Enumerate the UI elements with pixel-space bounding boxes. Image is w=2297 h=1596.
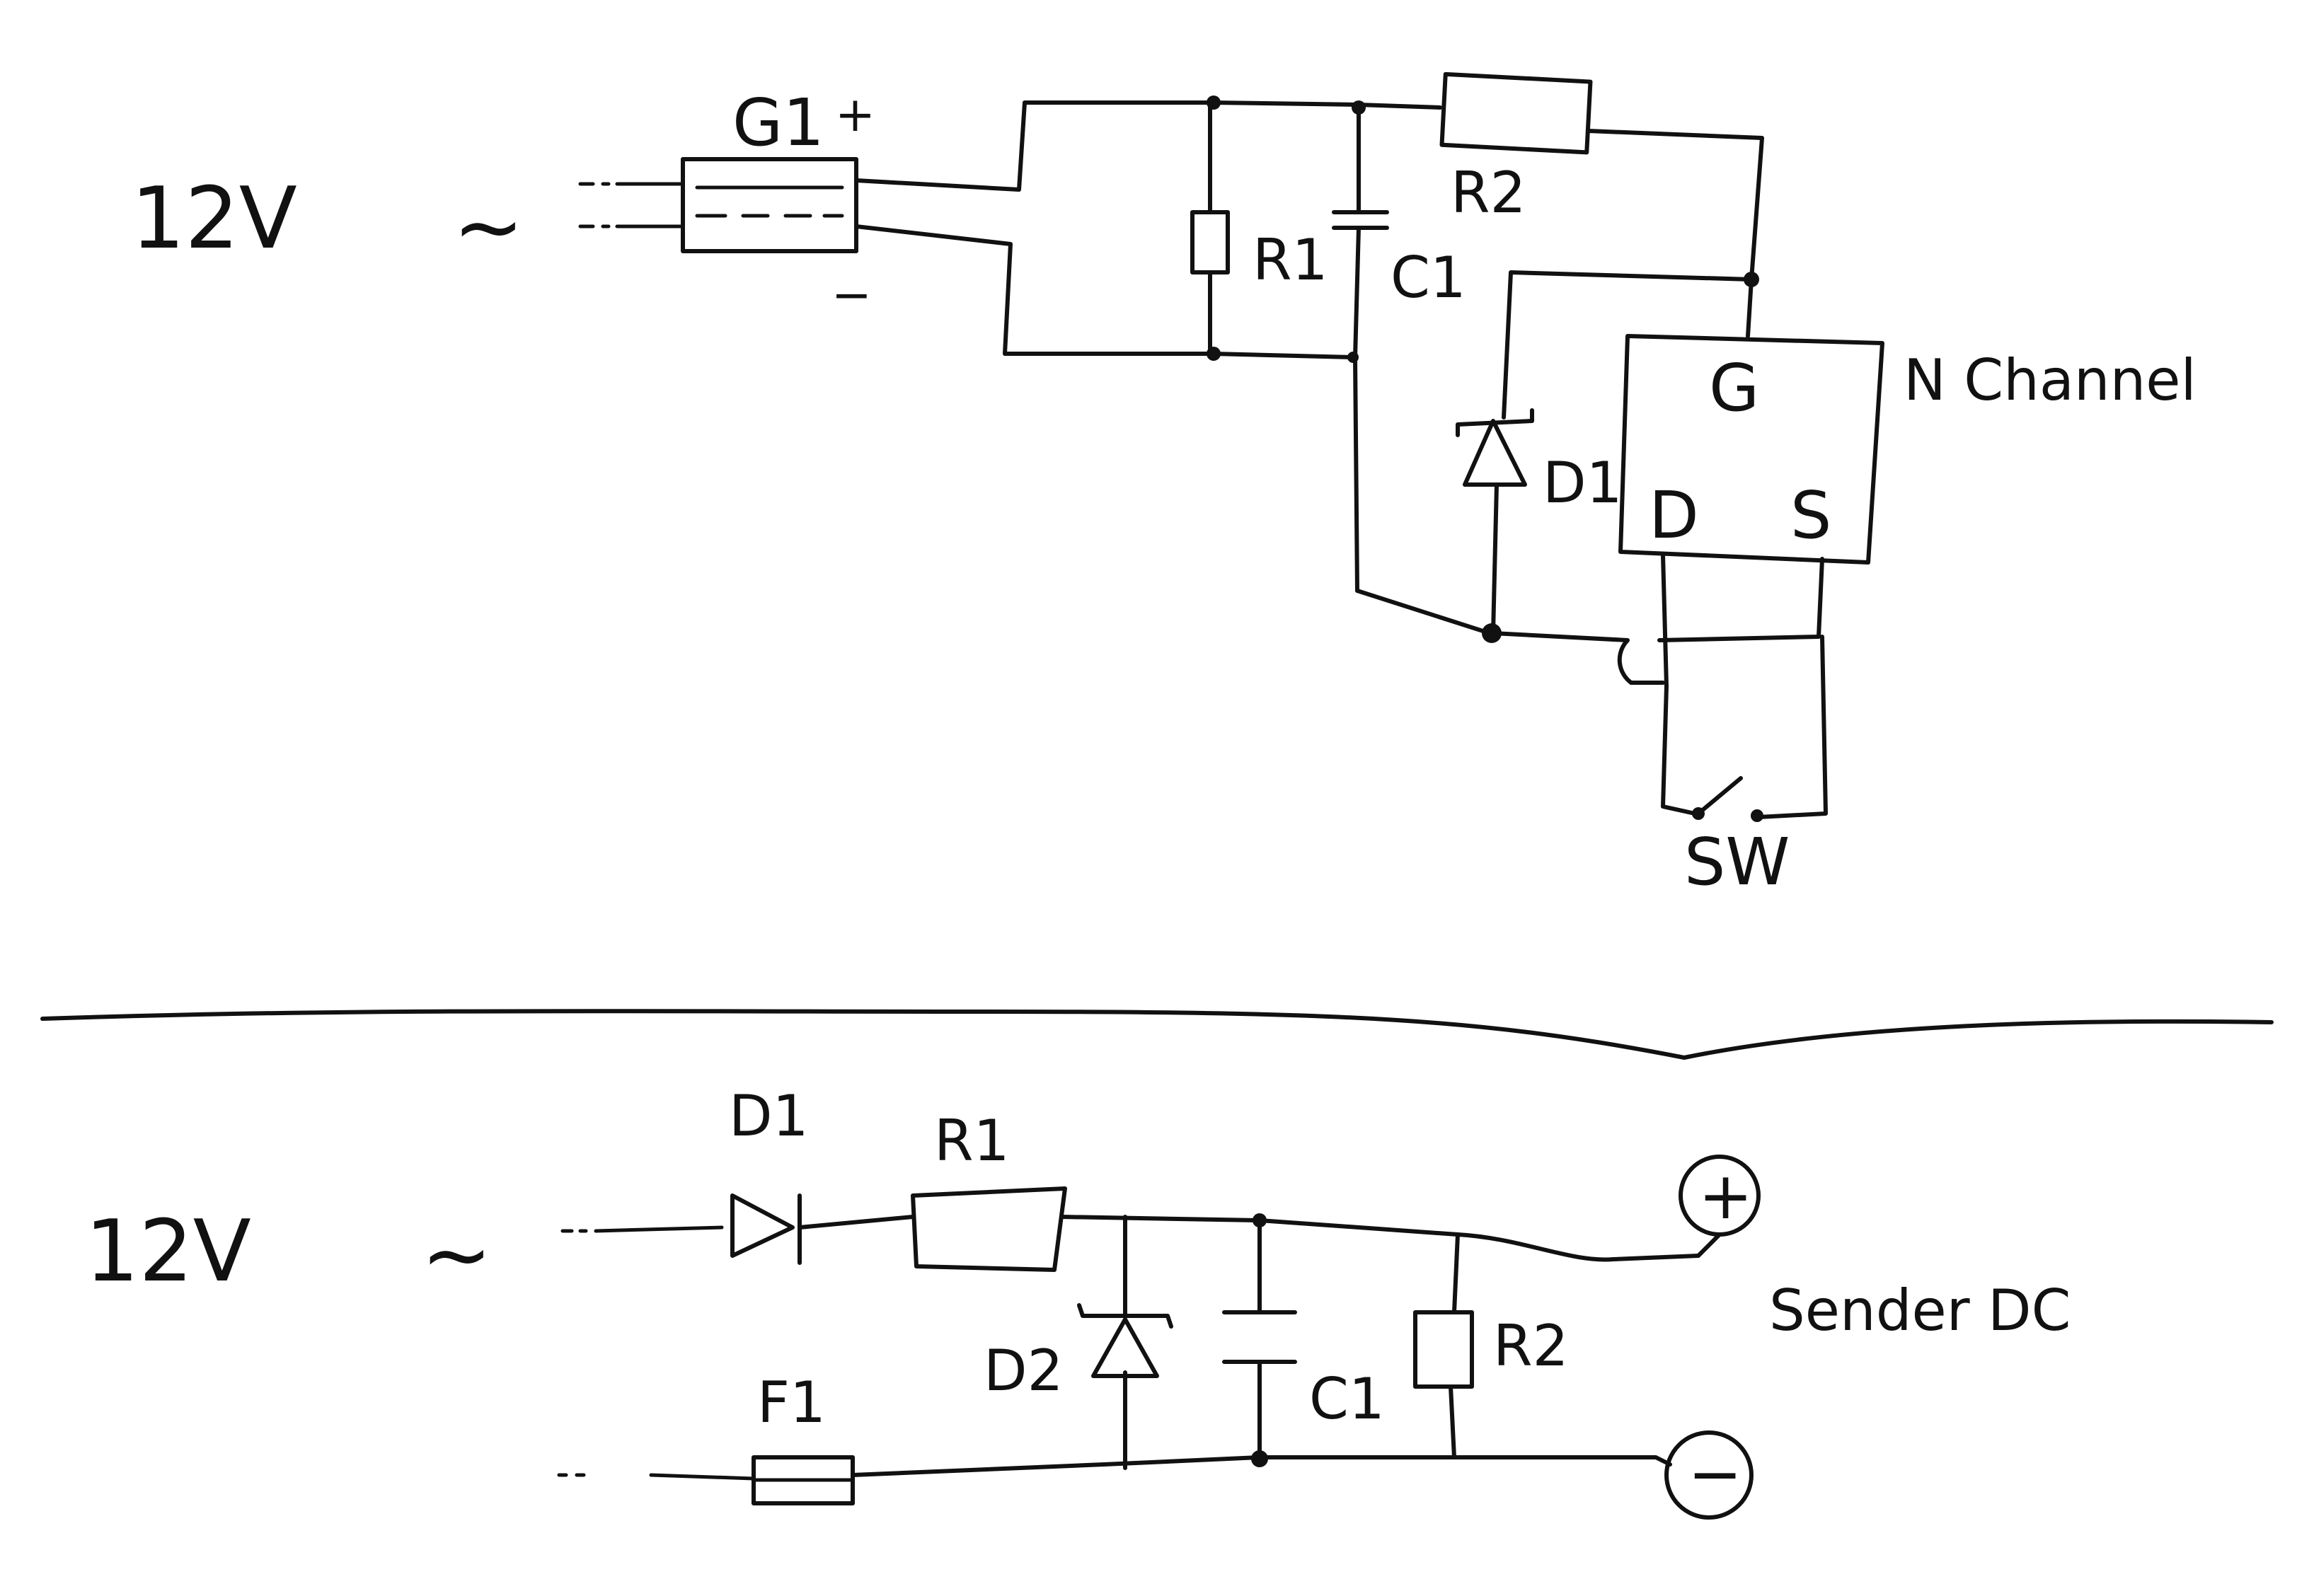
drain-to-switch-wire [1661, 553, 1697, 816]
bottom-d2: D2 [984, 1215, 1173, 1470]
bottom-d1-label: D1 [729, 1083, 809, 1149]
top-r2-body [1439, 71, 1593, 155]
bottom-input-lead-top [560, 1225, 724, 1233]
fuse-label: F1 [757, 1370, 826, 1435]
bottom-input-lead-bottom [557, 1473, 756, 1481]
bottom-r1: R1 [911, 1108, 1067, 1272]
top-c1-plates [1332, 210, 1389, 230]
gate-to-d1-wire [1502, 270, 1754, 420]
junction-dot [1253, 1213, 1267, 1227]
bottom-r1-label: R1 [934, 1108, 1009, 1174]
junction-dot [1482, 623, 1502, 643]
top-c1-label: C1 [1391, 245, 1466, 311]
output-label: Sender DC [1769, 1278, 2071, 1343]
bottom-d1: D1 [729, 1083, 809, 1265]
top-d1-bar [1456, 408, 1534, 437]
bottom-d2-bar [1077, 1303, 1173, 1329]
bottom-c1-plates [1222, 1310, 1297, 1364]
top-input-voltage-label: 12V [131, 170, 297, 268]
switch-sw: SW [1684, 776, 1790, 900]
node-to-source-wire [1491, 631, 1633, 685]
bottom-d1-to-r1-wire [798, 1215, 915, 1230]
c1-to-node-wire [1355, 589, 1492, 635]
top-c1: C1 [1332, 104, 1466, 593]
top-r2-label: R2 [1451, 160, 1526, 226]
bottom-rail [1211, 352, 1354, 359]
switch-lever [1696, 776, 1743, 816]
output-plus-terminal: + [1679, 1155, 1761, 1237]
bottom-r2: R2 [1413, 1232, 1568, 1459]
top-d1-triangle [1463, 419, 1527, 487]
rectifier-g1: G1 + − [681, 85, 875, 323]
top-c1-leads [1353, 104, 1361, 593]
junction-dot [1251, 1450, 1268, 1467]
output-minus-circle [1664, 1430, 1754, 1520]
bottom-r2-leads [1449, 1232, 1460, 1459]
bottom-d2-triangle [1091, 1317, 1159, 1378]
junction-dot [1207, 347, 1221, 361]
rectifier-label: G1 [732, 85, 824, 161]
top-r2-right-wire [1587, 129, 1764, 282]
mosfet: G D S N Channel [1618, 334, 2197, 565]
switch-contact-right [1751, 809, 1763, 822]
bottom-input-voltage-label: 12V [85, 1203, 251, 1301]
source-return-wire [1657, 557, 1824, 642]
bottom-top-rail [1059, 1215, 1700, 1262]
top-r1: R1 [1190, 100, 1328, 356]
rectifier-inner-lines [695, 185, 844, 218]
mosfet-type-label: N Channel [1904, 347, 2197, 413]
output-minus-terminal: − [1664, 1430, 1754, 1520]
section-divider [40, 1009, 2274, 1060]
top-r2: R2 [1439, 71, 1764, 282]
bottom-d1-triangle [730, 1193, 795, 1258]
output-minus-sign: − [1688, 1436, 1742, 1512]
mosfet-body [1618, 334, 1884, 565]
mosfet-source-label: S [1790, 478, 1831, 553]
top-circuit: 12V ~ G1 + − R1 C1 [131, 71, 2197, 900]
bottom-c1-label: C1 [1309, 1366, 1385, 1432]
switch-contact-left [1692, 807, 1705, 820]
bottom-r1-body [911, 1186, 1067, 1272]
top-r1-label: R1 [1253, 227, 1328, 293]
gate-pin-wire [1746, 277, 1754, 338]
top-ac-symbol: ~ [453, 178, 524, 277]
top-d1-lower-lead [1491, 482, 1499, 635]
junction-dot [1207, 96, 1221, 110]
top-rail [1211, 100, 1442, 110]
rectifier-plus-label: + [835, 87, 875, 143]
switch-label: SW [1684, 824, 1790, 900]
rectifier-plus-wire [854, 100, 1216, 192]
junction-dot [1744, 272, 1759, 287]
source-to-switch-wire [1756, 635, 1828, 819]
bottom-d2-label: D2 [984, 1338, 1064, 1404]
bottom-ac-symbol: ~ [421, 1206, 493, 1305]
bottom-r2-body [1413, 1310, 1474, 1389]
bottom-r2-label: R2 [1493, 1313, 1568, 1379]
bottom-circuit: 12V ~ D1 R1 F1 D2 [85, 1083, 2071, 1520]
fuse-f1: F1 [752, 1370, 855, 1505]
rectifier-minus-label: − [831, 267, 872, 323]
mosfet-gate-label: G [1709, 350, 1759, 426]
junction-dot [1347, 352, 1359, 363]
top-d1: D1 [1456, 408, 1623, 635]
rectifier-minus-wire [854, 224, 1216, 356]
bottom-c1: C1 [1222, 1218, 1385, 1463]
junction-dot [1352, 100, 1366, 115]
top-d1-label: D1 [1543, 450, 1623, 516]
output-plus-sign: + [1698, 1158, 1753, 1234]
top-r1-body [1190, 210, 1230, 274]
output-plus-lead [1696, 1232, 1722, 1258]
mosfet-drain-label: D [1649, 478, 1699, 553]
rectifier-body [681, 157, 858, 253]
